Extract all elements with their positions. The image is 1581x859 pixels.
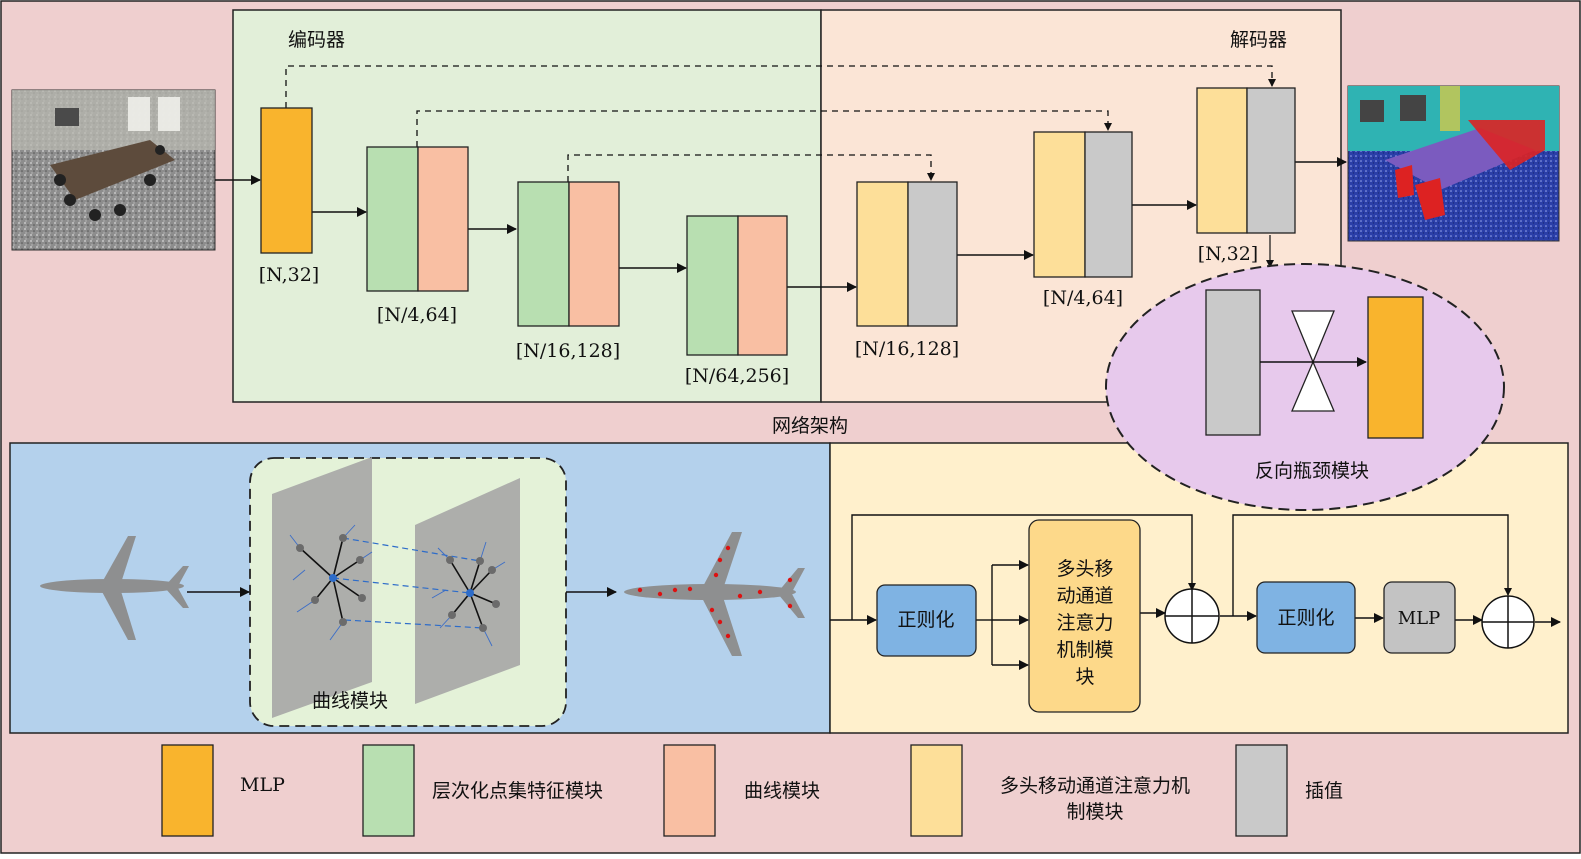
legend-label-attn-1: 多头移动通道注意力机 [1000, 775, 1190, 797]
dim-mlp: [N,32] [259, 264, 319, 286]
graph-right-icon [431, 541, 506, 647]
graph-plane-left [272, 457, 372, 718]
dim-dec3: [N,32] [1198, 243, 1258, 265]
encoder-block-2 [517, 181, 620, 327]
decoder-block-3 [1196, 87, 1296, 234]
legend-label-curve: 曲线模块 [744, 780, 820, 802]
dim-enc2: [N/16,128] [516, 340, 620, 362]
dim-dec2: [N/4,64] [1043, 287, 1123, 309]
legend-label-mlp: MLP [240, 774, 285, 796]
norm-block-2 [1256, 581, 1356, 654]
add-circle-1 [1164, 588, 1220, 644]
attention-flow-lines [830, 514, 1561, 670]
section-title: 网络架构 [772, 415, 848, 437]
bottleneck-label: 反向瓶颈模块 [1255, 460, 1369, 482]
norm-label-1: 正则化 [897, 609, 954, 631]
mlp-block-small [1383, 581, 1456, 654]
graph-left-icon [289, 524, 373, 641]
inverted-bottleneck-module: 反向瓶颈模块 [1105, 263, 1505, 511]
flow-arrows [215, 157, 1347, 292]
decoder-label: 解码器 [1230, 29, 1287, 51]
legend-label-attn-2: 制模块 [1066, 801, 1123, 823]
mlp-block [260, 107, 313, 254]
attention-block [1028, 519, 1141, 713]
legend-swatch-interp [1235, 744, 1288, 837]
decoder-block-1 [856, 181, 958, 327]
dim-enc3: [N/64,256] [685, 365, 789, 387]
add-circle-2 [1481, 595, 1535, 649]
curve-module-label: 曲线模块 [312, 690, 388, 712]
encoder-block-1 [366, 146, 469, 292]
mlp-label-small: MLP [1398, 608, 1441, 629]
legend-swatch-attn [910, 744, 963, 837]
attn-line-4: 机制模 [1056, 639, 1113, 661]
input-room-image [11, 89, 216, 251]
legend-swatch-curve [663, 744, 716, 837]
dim-dec1: [N/16,128] [855, 338, 959, 360]
skip-connections [285, 65, 1276, 182]
output-segmented-image [1347, 85, 1560, 242]
encoder-label: 编码器 [288, 29, 345, 51]
legend-label-interp: 插值 [1305, 780, 1343, 802]
attn-line-5: 块 [1075, 666, 1094, 688]
legend-swatch-mlp [161, 744, 214, 837]
attn-line-2: 动通道 [1056, 585, 1113, 607]
decoder-block-2 [1033, 131, 1133, 278]
attn-line-3: 注意力 [1056, 612, 1113, 634]
norm-label-2: 正则化 [1277, 607, 1334, 629]
legend-label-hier: 层次化点集特征模块 [432, 780, 603, 802]
legend-swatch-hier [362, 744, 415, 837]
airplane-point-cloud-icon [40, 536, 189, 640]
dim-enc1: [N/4,64] [377, 304, 457, 326]
curve-module-illustration: 曲线模块 [249, 457, 567, 727]
legend: MLP 层次化点集特征模块 曲线模块 多头移动通道注意力机 制模块 插值 [161, 744, 1343, 837]
norm-block-1 [876, 584, 977, 657]
attn-line-1: 多头移 [1056, 558, 1113, 580]
airplane-highlighted-icon [624, 532, 805, 656]
encoder-block-3 [686, 215, 788, 356]
